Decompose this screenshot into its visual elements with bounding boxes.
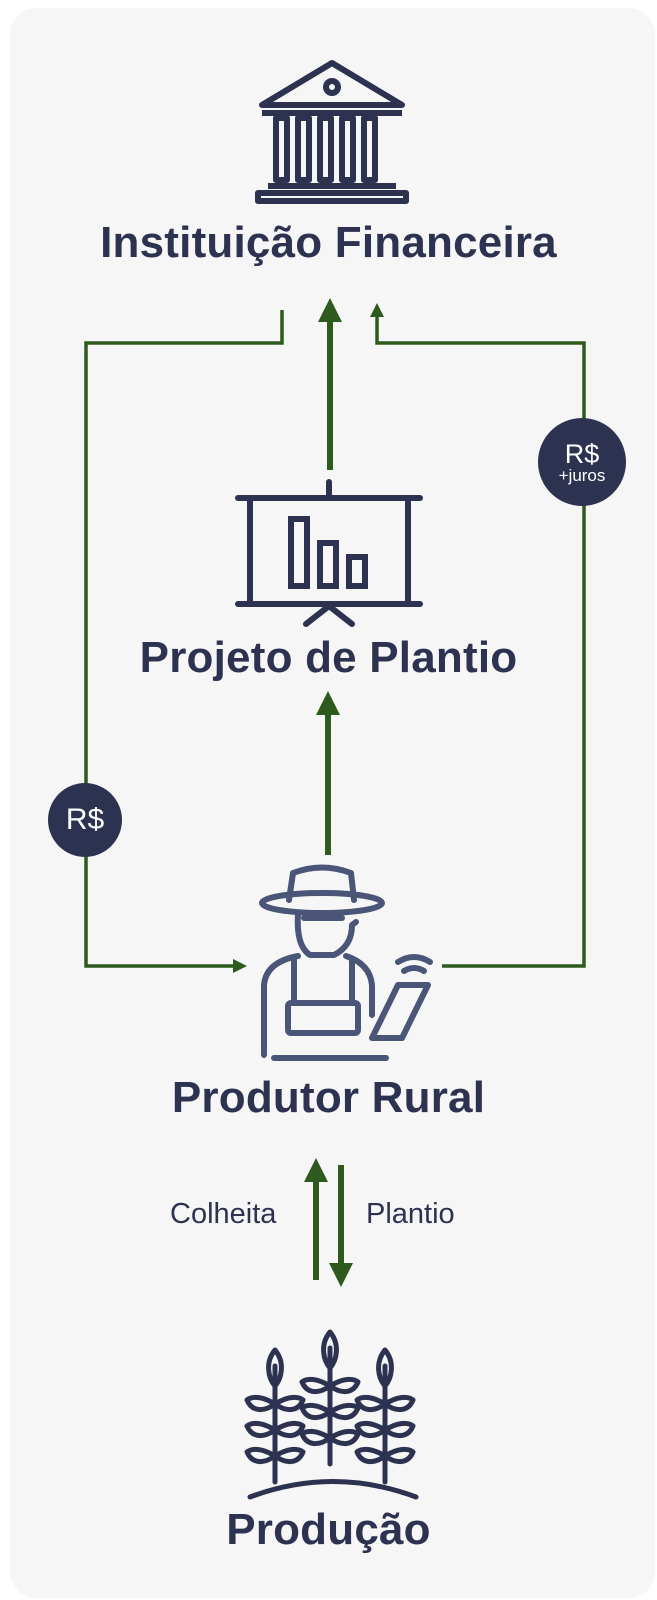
institution-title: Instituição Financeira — [100, 218, 557, 267]
repayment-badge-label: R$ — [564, 439, 600, 469]
wheat-icon — [244, 1332, 419, 1500]
loan-flow-arrow — [84, 310, 284, 973]
production-title: Produção — [226, 1505, 431, 1554]
farmer-icon — [259, 864, 433, 1061]
repayment-badge-interest: +juros — [558, 466, 606, 485]
producer-title: Produtor Rural — [171, 1073, 486, 1122]
harvest-label: Colheita — [170, 1198, 277, 1230]
repayment-badge: R$ +juros — [538, 418, 626, 506]
loan-badge-label: R$ — [65, 803, 105, 836]
project-title: Projeto de Plantio — [139, 633, 518, 682]
presentation-chart-icon — [235, 479, 423, 627]
bank-icon — [255, 60, 409, 204]
repayment-flow-arrow — [370, 303, 586, 968]
planting-label: Plantio — [366, 1198, 455, 1230]
loan-badge: R$ — [48, 783, 122, 857]
